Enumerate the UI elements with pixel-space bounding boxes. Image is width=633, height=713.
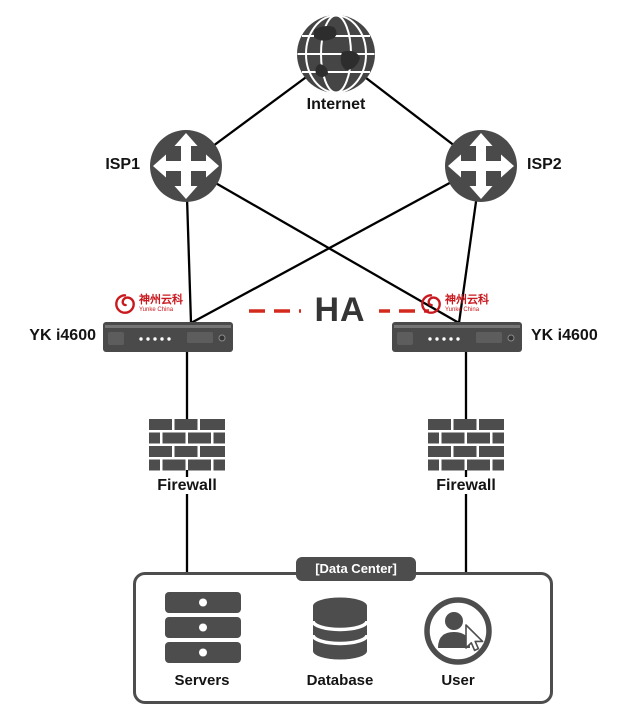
ha-link-label: HA — [301, 287, 379, 333]
yk-appliance-right-icon — [392, 322, 522, 352]
isp1-label: ISP1 — [105, 156, 140, 173]
device-right-label: YK i4600 — [531, 327, 598, 344]
user-label: User — [441, 672, 475, 689]
user-icon — [424, 597, 492, 665]
servers-icon — [165, 592, 241, 663]
device-left-label: YK i4600 — [29, 327, 96, 344]
vendor-logo-left: 神州云科 Yunke China — [114, 292, 183, 316]
vendor-name-cn: 神州云科 — [445, 294, 489, 306]
yk-appliance-left-icon — [103, 322, 233, 352]
edge-isp1-device-right — [185, 165, 460, 324]
datacenter-badge: [Data Center] — [296, 557, 416, 581]
servers-label: Servers — [174, 672, 230, 689]
vendor-name-en: Yunke China — [445, 307, 480, 313]
firewall-right-label: Firewall — [416, 477, 516, 495]
edge-isp2-device-left — [190, 164, 482, 325]
isp1-router-icon — [150, 130, 222, 202]
yunke-swirl-icon — [115, 294, 135, 314]
database-icon — [311, 597, 369, 660]
database-label: Database — [306, 672, 374, 689]
internet-globe-icon — [297, 14, 375, 94]
vendor-name-cn: 神州云科 — [139, 294, 183, 306]
firewall-right-icon — [428, 419, 504, 471]
vendor-logo-right: 神州云科 Yunke China — [420, 292, 489, 316]
vendor-name-en: Yunke China — [139, 307, 174, 313]
yunke-swirl-icon — [421, 294, 441, 314]
firewall-left-label: Firewall — [137, 477, 237, 495]
isp2-router-icon — [445, 130, 517, 202]
isp2-label: ISP2 — [527, 156, 562, 173]
firewall-left-icon — [149, 419, 225, 471]
internet-label: Internet — [306, 96, 366, 113]
